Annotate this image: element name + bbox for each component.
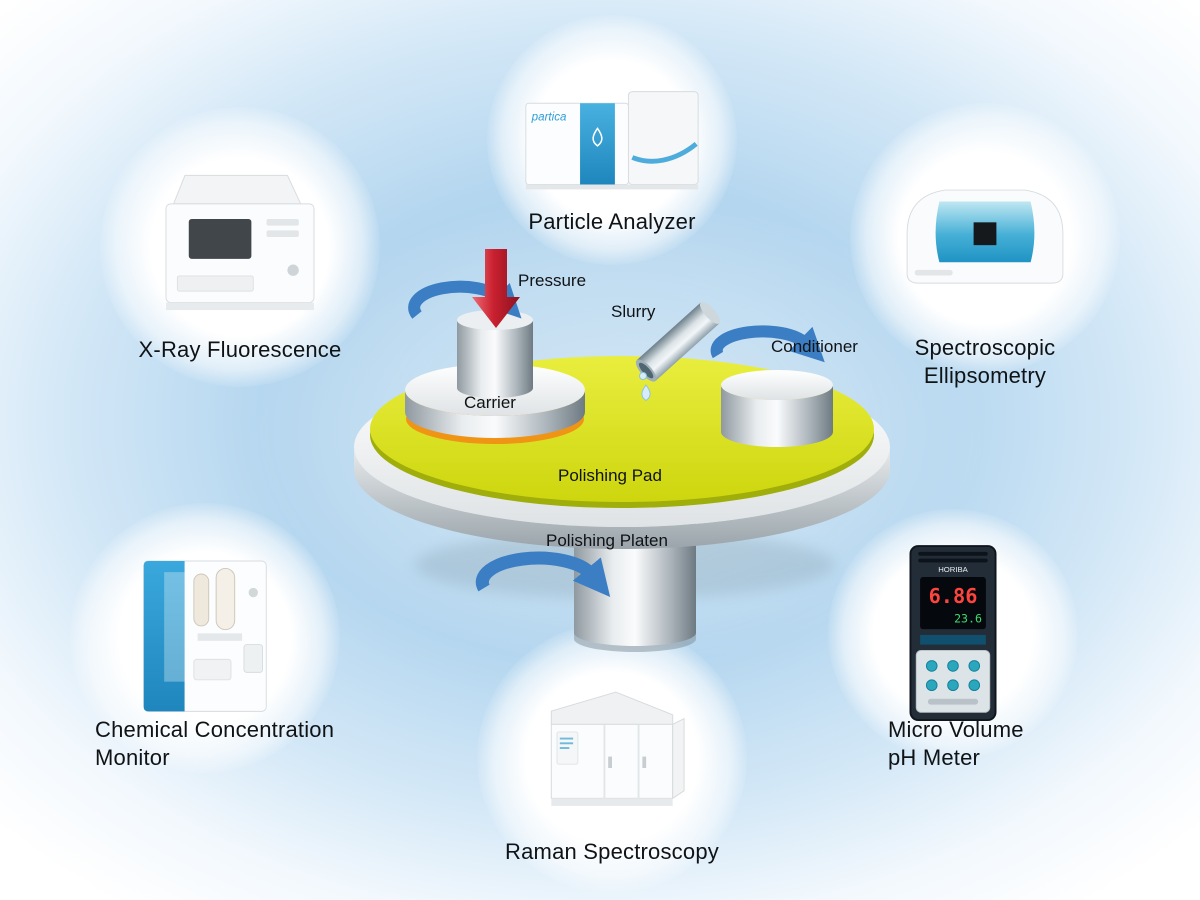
platen-rotation-arrow: [475, 551, 611, 597]
pressure-label: Pressure: [518, 271, 587, 290]
carrier-shaft: [457, 320, 533, 398]
droplet-icon: [592, 126, 603, 147]
particle-analyzer-illustration: partica: [525, 90, 699, 189]
polishing-pad-label: Polishing Pad: [558, 466, 662, 485]
label-line: pH Meter: [888, 745, 981, 770]
particle-analyzer-brand: partica: [531, 110, 567, 123]
carrier-label: Carrier: [464, 393, 516, 412]
xray-fluorescence-label: X-Ray Fluorescence: [138, 337, 342, 362]
ph-meter-brand: HORIBA: [938, 565, 968, 574]
polishing-platen-label: Polishing Platen: [546, 531, 668, 550]
micro-volume-ph-meter-label: Micro Volume pH Meter: [888, 716, 1138, 772]
slurry-drop: [641, 384, 651, 402]
chemical-concentration-monitor-label: Chemical Concentration Monitor: [95, 716, 425, 772]
flow-cell: [193, 573, 210, 626]
spectroscopic-ellipsometry-bubble: [850, 103, 1120, 373]
spectroscopic-ellipsometry-label: Spectroscopic Ellipsometry: [835, 334, 1135, 390]
chemical-concentration-monitor-illustration: [143, 560, 267, 712]
raman-spectroscopy-bubble: [477, 623, 747, 893]
slurry-nozzle: [635, 302, 721, 402]
carrier-head: [405, 310, 585, 444]
particle-analyzer-label: Particle Analyzer: [528, 209, 696, 234]
micro-volume-ph-meter-bubble: HORIBA 6.86 23.6: [828, 509, 1078, 759]
pressure-arrow: [472, 249, 520, 328]
xray-fluorescence-bubble: [100, 107, 380, 387]
label-line: Chemical Concentration: [95, 717, 335, 742]
xray-fluorescence-illustration: [165, 174, 315, 311]
label-line: Micro Volume: [888, 717, 1024, 742]
flow-cell: [215, 567, 236, 630]
ph-meter-buttons: [925, 660, 981, 692]
raman-spectroscopy-illustration: [550, 691, 685, 806]
ph-value: 6.86: [929, 584, 978, 608]
temperature-value: 23.6: [954, 611, 982, 625]
slurry-label: Slurry: [611, 302, 656, 321]
conditioner-head: [721, 370, 833, 447]
label-line: Ellipsometry: [923, 363, 1047, 388]
slurry-drop: [639, 372, 647, 380]
particle-analyzer-bubble: partica: [487, 15, 737, 265]
cmp-process-drawing: [354, 249, 890, 652]
sample-window: [188, 219, 252, 259]
ph-display: [920, 576, 986, 630]
conditioner-label: Conditioner: [771, 337, 858, 356]
spectroscopic-ellipsometry-illustration: [906, 189, 1064, 284]
conditioner-rotation-arrow: [710, 325, 825, 363]
label-line: Monitor: [95, 745, 170, 770]
raman-spectroscopy-label: Raman Spectroscopy: [505, 839, 719, 864]
micro-volume-ph-meter-illustration: HORIBA 6.86 23.6: [909, 545, 997, 721]
chemical-concentration-monitor-bubble: [70, 503, 340, 773]
label-line: Spectroscopic: [914, 335, 1056, 360]
